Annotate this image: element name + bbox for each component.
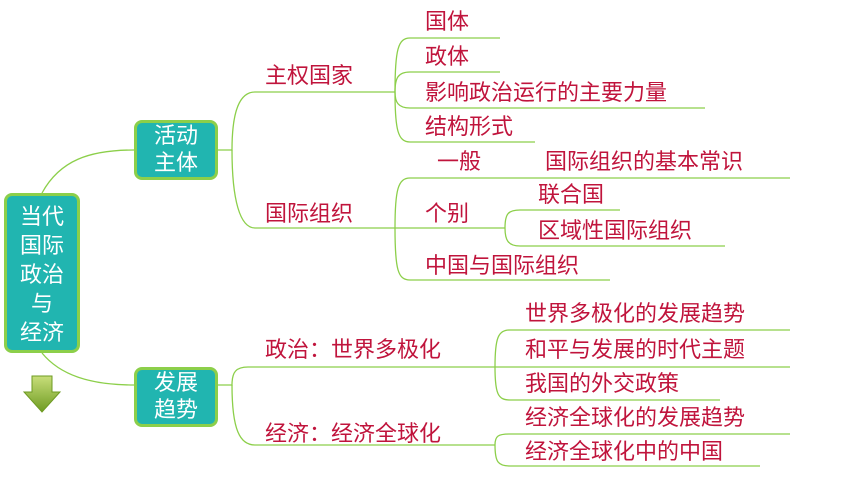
intl-org-china: 中国与国际组织 (425, 254, 580, 279)
root-line: 政治 (19, 262, 64, 288)
root-node: 当代 国际 政治 与 经济 (4, 193, 80, 353)
intl-org-individual-item: 联合国 (538, 183, 605, 208)
arrow-down-icon (22, 374, 62, 414)
politics-item: 世界多极化的发展趋势 (525, 302, 746, 327)
sovereign-item: 政体 (425, 45, 470, 70)
label-intl-org: 国际组织 (265, 202, 354, 227)
intl-org-individual-item: 区域性国际组织 (538, 219, 693, 244)
node-actors-line: 活动 (153, 124, 198, 149)
economy-item: 经济全球化中的中国 (525, 440, 724, 465)
root-line: 与 (30, 291, 53, 317)
label-politics: 政治：世界多极化 (265, 338, 442, 363)
sovereign-item: 结构形式 (425, 115, 514, 140)
label-sovereign-state: 主权国家 (265, 64, 354, 89)
node-trends-line: 发展 (153, 371, 198, 396)
economy-item: 经济全球化的发展趋势 (525, 406, 746, 431)
node-actors-line: 主体 (153, 151, 198, 176)
node-actors: 活动 主体 (134, 120, 218, 180)
root-line: 经济 (19, 320, 64, 346)
node-trends-line: 趋势 (153, 398, 198, 423)
label-economy: 经济：经济全球化 (265, 422, 442, 447)
politics-item: 和平与发展的时代主题 (525, 338, 746, 363)
sovereign-item: 影响政治运行的主要力量 (425, 81, 668, 106)
politics-item: 我国的外交政策 (525, 372, 680, 397)
sovereign-item: 国体 (425, 10, 470, 35)
root-line: 当代 (19, 204, 64, 230)
intl-org-general-item: 国际组织的基本常识 (545, 150, 744, 175)
node-trends: 发展 趋势 (134, 367, 218, 427)
intl-org-general: 一般 (437, 150, 482, 175)
root-line: 国际 (19, 233, 64, 259)
intl-org-individual: 个别 (425, 202, 470, 227)
